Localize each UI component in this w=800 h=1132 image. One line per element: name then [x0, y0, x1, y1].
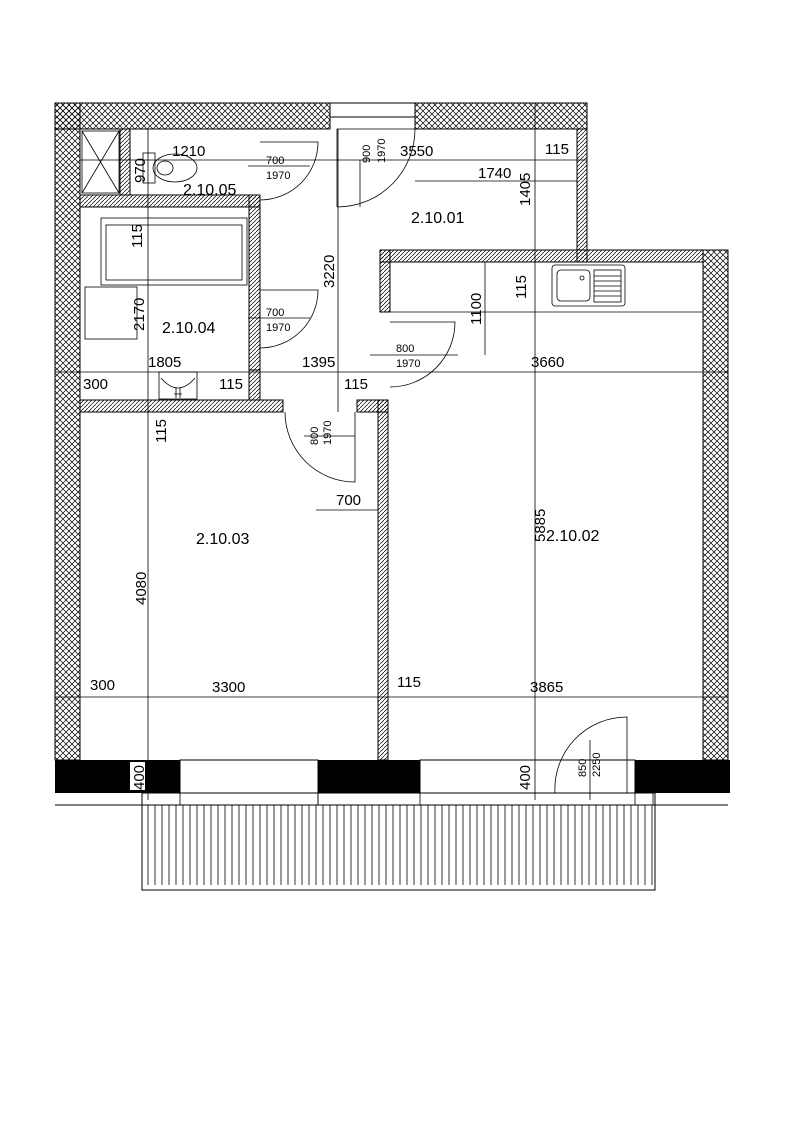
dim-700: 700	[336, 492, 361, 509]
door-width: 900	[361, 145, 373, 163]
kitchen-sink-icon	[551, 264, 626, 307]
door-width: 850	[577, 759, 589, 777]
room-label-2.10.01: 2.10.01	[411, 210, 464, 227]
dim-1100: 1100	[468, 293, 485, 325]
dim-115: 115	[545, 141, 569, 158]
dim-1405: 1405	[517, 173, 534, 206]
door-width: 800	[309, 427, 321, 445]
dimension-lines	[55, 103, 728, 800]
door-labels: 700 1970 700 1970 800 1970 900 1970 800 …	[266, 139, 603, 777]
dim-300: 300	[90, 677, 115, 694]
interior-walls	[79, 128, 704, 761]
dim-300: 300	[83, 376, 108, 393]
dim-1395: 1395	[302, 354, 335, 371]
dim-3220: 3220	[321, 255, 338, 288]
door-height: 1970	[396, 358, 420, 370]
room-label-2.10.03: 2.10.03	[196, 531, 249, 548]
door-swings	[259, 128, 628, 794]
dim-115: 115	[397, 674, 421, 691]
dim-115: 115	[129, 224, 146, 248]
dim-115: 115	[153, 419, 170, 443]
dim-1740: 1740	[478, 165, 511, 182]
dim-115: 115	[219, 376, 243, 393]
room-label-2.10.02: 2.10.02	[546, 528, 599, 545]
door-height: 1970	[322, 421, 334, 445]
dim-115: 115	[513, 275, 530, 299]
dim-5885: 5885	[532, 509, 549, 542]
shower-icon	[81, 130, 120, 194]
dim-970: 970	[132, 158, 149, 183]
door-height: 1970	[266, 322, 290, 334]
washbasin-icon	[158, 371, 198, 400]
dim-3865: 3865	[530, 679, 563, 696]
dim-1805: 1805	[148, 354, 181, 371]
dim-1210: 1210	[172, 143, 205, 160]
exterior-walls	[54, 102, 729, 761]
bathtub-icon	[100, 217, 248, 286]
facade-wall	[55, 759, 730, 806]
door-width: 700	[266, 155, 284, 167]
toilet-icon	[142, 152, 198, 184]
door-height: 2250	[591, 753, 603, 777]
washing-machine-icon	[84, 286, 138, 340]
door-width: 700	[266, 307, 284, 319]
dim-2170: 2170	[131, 298, 148, 331]
dimension-labels: 1210 3550 115 1740 1805 1395 3660 300 11…	[83, 141, 569, 790]
room-label-2.10.04: 2.10.04	[162, 320, 215, 337]
balcony	[141, 792, 656, 891]
dim-115: 115	[344, 376, 368, 393]
door-height: 1970	[266, 170, 290, 182]
dim-4080: 4080	[133, 572, 150, 605]
dim-3550: 3550	[400, 143, 433, 160]
dim-3660: 3660	[531, 354, 564, 371]
room-label-2.10.05: 2.10.05	[183, 182, 236, 199]
door-height: 1970	[376, 139, 388, 163]
dim-3300: 3300	[212, 679, 245, 696]
door-width: 800	[396, 343, 414, 355]
dim-400: 400	[517, 765, 534, 790]
dim-400: 400	[131, 765, 148, 790]
